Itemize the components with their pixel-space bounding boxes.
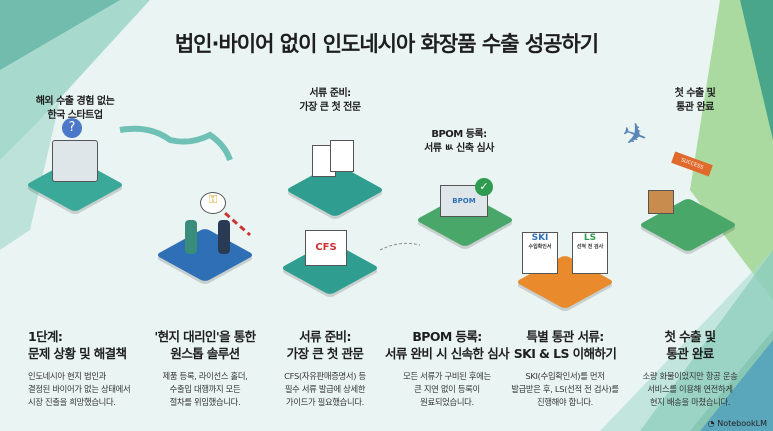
question-icon: ? <box>62 118 82 138</box>
step-heading: 1단계: 문제 상황 및 해결책 <box>28 329 127 361</box>
step-body: 모든 서류가 구비된 후에는 큰 지연 없이 등록이 원료되었습니다. <box>403 371 491 407</box>
cfs-text: CFS <box>315 242 337 253</box>
indonesia-map-icon <box>119 125 233 162</box>
label-text: 해외 수출 경험 없는 한국 스타트업 <box>35 96 115 121</box>
label-text: BPOM 등록: 서류 ㅄ 신축 심사 <box>424 129 494 154</box>
key-icon: ⚿ <box>200 192 226 214</box>
step-body: 인도네시아 현지 법인과 결정된 바이어가 없는 상태에서 시장 진출을 희망했… <box>28 371 131 407</box>
notebooklm-brand: ◔ NotebookLM <box>708 419 767 428</box>
step-heading: '현지 대리인'을 통한 원스톱 솔루션 <box>154 329 256 361</box>
ls-text: LS <box>583 233 597 243</box>
step-body: 제품 등록, 라이선스 홀더, 수출입 대행까지 모든 절차를 위임했습니다. <box>162 371 248 407</box>
shop-icon <box>52 140 98 182</box>
step-heading: 특별 통관 서류: SKI & LS 이해하기 <box>513 329 617 361</box>
step-5: 특별 통관 서류: SKI & LS 이해하기 SKI(수입확인서)를 먼저 발급… <box>500 328 630 409</box>
document-icon <box>330 140 354 172</box>
step-body: CFS(자유판매증명서) 등 필수 서류 발급에 상세한 가이드가 필요했습니다… <box>284 371 366 407</box>
box-icon <box>648 190 674 214</box>
check-icon: ✓ <box>475 178 493 196</box>
step-3: 서류 준비: 가장 큰 첫 관문 CFS(자유판매증명서) 등 필수 서류 발급에… <box>260 328 390 409</box>
scene-label-export: 첫 수출 및 통관 완료 <box>675 87 716 115</box>
scene-label-bpom: BPOM 등록: 서류 ㅄ 신축 심사 <box>424 128 494 156</box>
cfs-document-icon: CFS <box>305 230 347 266</box>
ski-text: SKI <box>531 233 549 243</box>
step-body: 소량 화물이었지만 항공 운송 서비스를 이용해 연전하게 현지 배송을 마쳤습… <box>642 371 738 407</box>
ls-subtext: 선적 전 검사 <box>576 244 604 250</box>
step-body: SKI(수입확인서)를 먼저 발급받은 후, LS(선적 전 검사)를 진행해야… <box>511 371 619 407</box>
step-heading: 서류 준비: 가장 큰 첫 관문 <box>286 329 364 361</box>
scene-label-documents: 서류 준비: 가장 큰 첫 전문 <box>299 87 361 115</box>
bpom-text: BPOM <box>452 197 476 205</box>
agent-person-icon <box>218 220 230 254</box>
brand-text: NotebookLM <box>717 419 767 428</box>
ski-subtext: 수입확인서 <box>528 244 552 250</box>
label-text: 첫 수출 및 통관 완료 <box>674 88 716 113</box>
scene-label-startup: 해외 수출 경험 없는 한국 스타트업 <box>36 95 115 123</box>
page-title: 법인·바이어 없이 인도네시아 화장품 수출 성공하기 <box>174 32 599 56</box>
label-text: 서류 준비: 가장 큰 첫 전문 <box>299 88 361 113</box>
step-heading: BPOM 등록: 서류 완비 시 신속한 심사 <box>384 329 510 361</box>
person-icon <box>185 220 197 254</box>
notebooklm-logo-icon: ◔ <box>707 419 718 428</box>
step-heading: 첫 수출 및 통관 완료 <box>664 329 716 361</box>
